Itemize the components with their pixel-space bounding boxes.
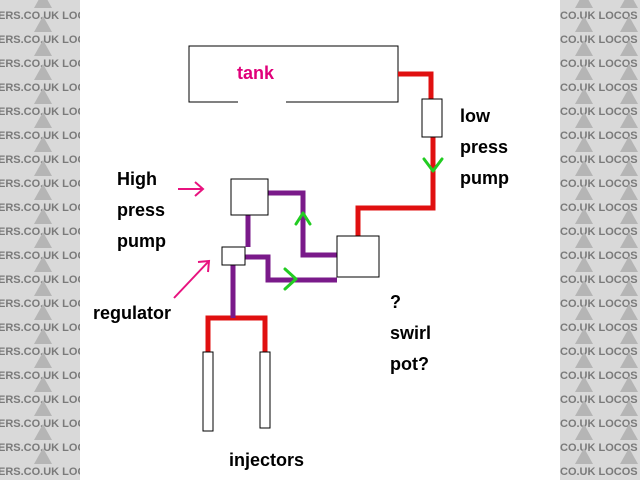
car-silhouette-icon [575, 232, 593, 248]
watermark-strip-left: ERS.CO.UK LOCOSERS.CO.UK LOCOSERS.CO.UK … [0, 0, 80, 480]
car-silhouette-icon [575, 400, 593, 416]
injector-right [259, 351, 271, 429]
car-silhouette-icon [620, 88, 638, 104]
car-silhouette-icon [620, 424, 638, 440]
car-silhouette-icon [620, 208, 638, 224]
car-silhouette-icon [34, 208, 52, 224]
car-silhouette-icon [575, 256, 593, 272]
car-silhouette-icon [620, 400, 638, 416]
flow-arrow-up-icon [294, 211, 312, 226]
car-silhouette-icon [34, 304, 52, 320]
injectors-label: injectors [229, 450, 305, 470]
car-silhouette-icon [34, 400, 52, 416]
high-press-pump-label: High press pump [117, 169, 166, 251]
arrow-right-icon [194, 181, 205, 197]
low-press-pump-label: low press pump [460, 106, 509, 188]
car-silhouette-icon [575, 352, 593, 368]
label-pointer-arrows [173, 181, 211, 299]
car-silhouette-icon [620, 112, 638, 128]
car-silhouette-icon [575, 136, 593, 152]
car-silhouette-icon [620, 232, 638, 248]
low-pump-to-swirl-pot-line [355, 136, 436, 237]
car-silhouette-icon [575, 448, 593, 464]
injector-left [202, 351, 214, 432]
swirl-pot-box [336, 235, 380, 278]
car-silhouette-icon [34, 16, 52, 32]
car-silhouette-icon [34, 136, 52, 152]
car-silhouette-icon [34, 232, 52, 248]
car-silhouette-icon [620, 0, 638, 8]
flow-direction-arrows [283, 157, 444, 291]
low-press-pump-box [421, 98, 443, 138]
car-silhouette-icon [620, 136, 638, 152]
car-silhouette-icon [575, 304, 593, 320]
car-silhouette-icon [34, 112, 52, 128]
car-silhouette-icon [34, 88, 52, 104]
car-silhouette-icon [34, 328, 52, 344]
car-silhouette-icon [34, 256, 52, 272]
car-silhouette-icon [34, 424, 52, 440]
car-silhouette-icon [34, 376, 52, 392]
car-silhouette-icon [575, 64, 593, 80]
regulator-return-line [245, 254, 337, 283]
regulator-pointer-shaft [173, 261, 209, 299]
arrow-up-right-icon [197, 259, 211, 273]
car-silhouette-icon [620, 280, 638, 296]
watermark-text: ERS.CO.UK LOCOS [0, 466, 80, 478]
car-silhouette-icon [575, 184, 593, 200]
watermark-row: CO.UK LOCOS [560, 448, 640, 480]
car-silhouette-icon [575, 40, 593, 56]
injector-feed-rail [205, 315, 268, 352]
car-silhouette-icon [620, 184, 638, 200]
car-silhouette-icon [620, 64, 638, 80]
regulator-label: regulator [93, 303, 172, 323]
car-silhouette-icon [34, 0, 52, 8]
watermark-row: ERS.CO.UK LOCOS [0, 448, 80, 480]
tank-box [188, 45, 399, 103]
car-silhouette-icon [34, 40, 52, 56]
car-silhouette-icon [620, 352, 638, 368]
car-silhouette-icon [575, 208, 593, 224]
watermark-row: CO.UK LOCOS [560, 304, 640, 336]
car-silhouette-icon [620, 160, 638, 176]
car-silhouette-icon [620, 448, 638, 464]
car-silhouette-icon [34, 352, 52, 368]
flow-arrow-down-icon [422, 157, 444, 173]
high-press-pump-box [230, 178, 269, 216]
watermark-text: CO.UK LOCOS [560, 466, 638, 478]
car-silhouette-icon [575, 88, 593, 104]
car-silhouette-icon [34, 64, 52, 80]
car-silhouette-icon [575, 424, 593, 440]
regulator-box [221, 246, 246, 266]
tank-to-low-pump-line [398, 71, 434, 100]
car-silhouette-icon [620, 40, 638, 56]
high-pump-return-line [268, 190, 337, 258]
car-silhouette-icon [34, 160, 52, 176]
car-silhouette-icon [34, 448, 52, 464]
car-silhouette-icon [575, 16, 593, 32]
car-silhouette-icon [620, 376, 638, 392]
car-silhouette-icon [575, 0, 593, 8]
car-silhouette-icon [620, 16, 638, 32]
car-silhouette-icon [575, 280, 593, 296]
car-silhouette-icon [620, 256, 638, 272]
swirl-pot-label: ? swirl pot? [390, 292, 432, 374]
car-silhouette-icon [620, 328, 638, 344]
car-silhouette-icon [575, 328, 593, 344]
tank-label: tank [237, 63, 275, 83]
car-silhouette-icon [34, 184, 52, 200]
car-silhouette-icon [575, 160, 593, 176]
car-silhouette-icon [620, 304, 638, 320]
car-silhouette-icon [34, 280, 52, 296]
flow-arrow-right-icon [283, 267, 298, 291]
high-pressure-fuel-lines [230, 190, 337, 318]
car-silhouette-icon [575, 376, 593, 392]
car-silhouette-icon [575, 112, 593, 128]
